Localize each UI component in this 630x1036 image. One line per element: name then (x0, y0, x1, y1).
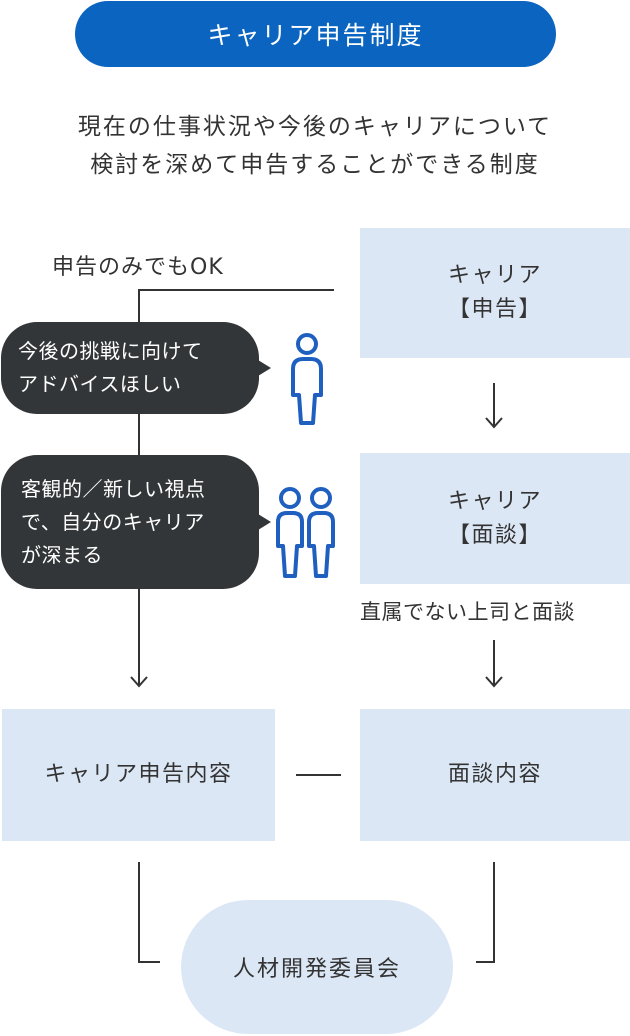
advice-bubble: 今後の挑戦に向けて アドバイスほしい (1, 322, 259, 414)
perspective-bubble: 客観的／新しい視点 で、自分のキャリア が深まる (1, 455, 259, 589)
page-title: キャリア申告制度 (75, 1, 556, 67)
left-arrow-head (130, 676, 148, 688)
declaration-content-box: キャリア申告内容 (2, 709, 275, 841)
career-interview-line-1: キャリア (447, 488, 542, 514)
committee-label: 人材開発委員会 (232, 957, 401, 982)
interview-content-box: 面談内容 (360, 709, 630, 841)
perspective-bubble-line-2: で、自分のキャリア (21, 509, 205, 534)
career-interview-box: キャリア 【面談】 (360, 453, 630, 584)
advice-bubble-tail (258, 360, 271, 376)
perspective-bubble-line-1: 客観的／新しい視点 (21, 476, 206, 501)
declaration-to-interview-arrow-head (485, 417, 503, 429)
description: 現在の仕事状況や今後のキャリアについて 検討を深めて申告することができる制度 (0, 108, 630, 184)
declaration-content-label: キャリア申告内容 (44, 762, 233, 787)
description-line-2: 検討を深めて申告することができる制度 (90, 152, 540, 178)
person-icon (291, 333, 323, 425)
declaration-only-note: 申告のみでもOK (52, 255, 224, 280)
career-declaration-line-1: キャリア (447, 263, 542, 288)
perspective-bubble-tail (258, 514, 271, 530)
left-bracket-connector (138, 862, 160, 963)
non-direct-boss-note: 直属でない上司と面談 (360, 600, 575, 624)
interview-to-content-arrow-head (485, 676, 503, 688)
two-people-icon (276, 487, 335, 578)
advice-bubble-line-2: アドバイスほしい (18, 372, 182, 396)
interview-content-label: 面談内容 (447, 762, 542, 787)
advice-bubble-line-1: 今後の挑戦に向けて (18, 339, 203, 363)
right-bracket-connector (476, 862, 495, 963)
description-line-1: 現在の仕事状況や今後のキャリアについて (77, 114, 553, 140)
perspective-bubble-line-3: が深まる (21, 542, 103, 567)
hr-development-committee: 人材開発委員会 (181, 900, 453, 1034)
career-declaration-line-2: 【申告】 (447, 297, 542, 322)
career-interview-line-2: 【面談】 (447, 522, 542, 548)
career-declaration-box: キャリア 【申告】 (360, 228, 630, 358)
